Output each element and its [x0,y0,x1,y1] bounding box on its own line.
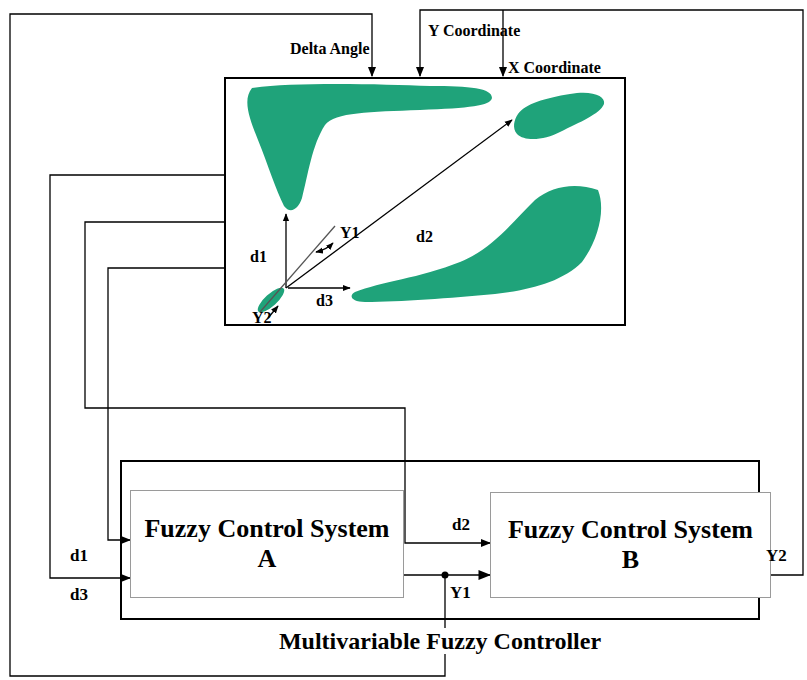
controller-title: Multivariable Fuzzy Controller [275,628,605,654]
map-geometry [260,120,512,318]
controller-box: Fuzzy Control System AFuzzy Control Syst… [120,460,760,620]
angle-label: Y2 [252,309,272,327]
signal-label: d2 [452,516,470,535]
signal-wires [10,10,803,676]
signal-label: d3 [70,586,88,605]
distance-label: d2 [416,228,433,246]
signal-label: d1 [70,547,88,566]
distance-label: d3 [316,292,333,310]
process-box: Fuzzy Control System A [130,490,404,598]
input-label: Delta Angle [290,40,370,58]
signal-arrow [404,574,490,576]
box-text: Fuzzy Control System A [131,514,403,574]
islands [247,84,604,316]
signal-label: Y1 [450,584,471,603]
distance-label: d1 [250,248,267,266]
box-text: Fuzzy Control System B [491,515,770,575]
signal-label: Y2 [766,547,787,566]
map-frame [225,78,625,325]
process-box: Fuzzy Control System B [490,492,771,598]
angle-label: Y1 [340,224,360,242]
input-label: Y Coordinate [428,22,520,40]
input-label: X Coordinate [508,59,601,77]
